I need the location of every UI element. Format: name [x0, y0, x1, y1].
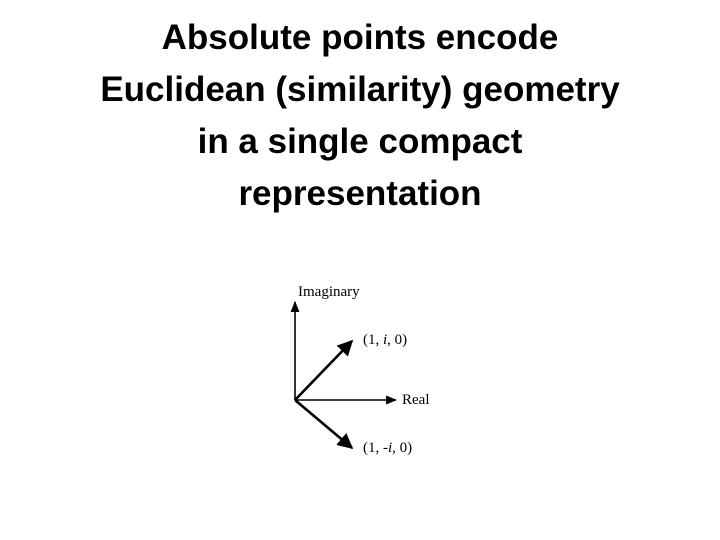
lower-point-imag: -i	[383, 440, 392, 456]
imaginary-axis-label: Imaginary	[298, 284, 360, 300]
lower-vector-arrow	[294, 399, 354, 450]
lower-point-open: (1,	[363, 440, 383, 456]
real-axis-label: Real	[402, 392, 430, 408]
lower-point-label: (1, -i, 0)	[363, 440, 412, 456]
upper-point-label: (1, i, 0)	[363, 332, 407, 348]
title-line-2: Euclidean (similarity) geometry	[100, 70, 620, 109]
title-line-3: in a single compact	[197, 122, 523, 161]
complex-plane-svg: Imaginary Real (1, i, 0) (1, -i, 0)	[290, 284, 430, 456]
upper-point-open: (1,	[363, 332, 383, 348]
upper-point-imag: i	[383, 332, 387, 348]
title-line-1: Absolute points encode	[161, 18, 559, 57]
upper-point-close: , 0)	[387, 332, 407, 348]
upper-vector-arrow	[294, 339, 354, 401]
title-line-4: representation	[238, 174, 482, 213]
complex-plane-diagram: Imaginary Real (1, i, 0) (1, -i, 0)	[270, 268, 470, 468]
slide-title: Absolute points encode Euclidean (simila…	[20, 12, 700, 220]
lower-point-close: , 0)	[392, 440, 412, 456]
